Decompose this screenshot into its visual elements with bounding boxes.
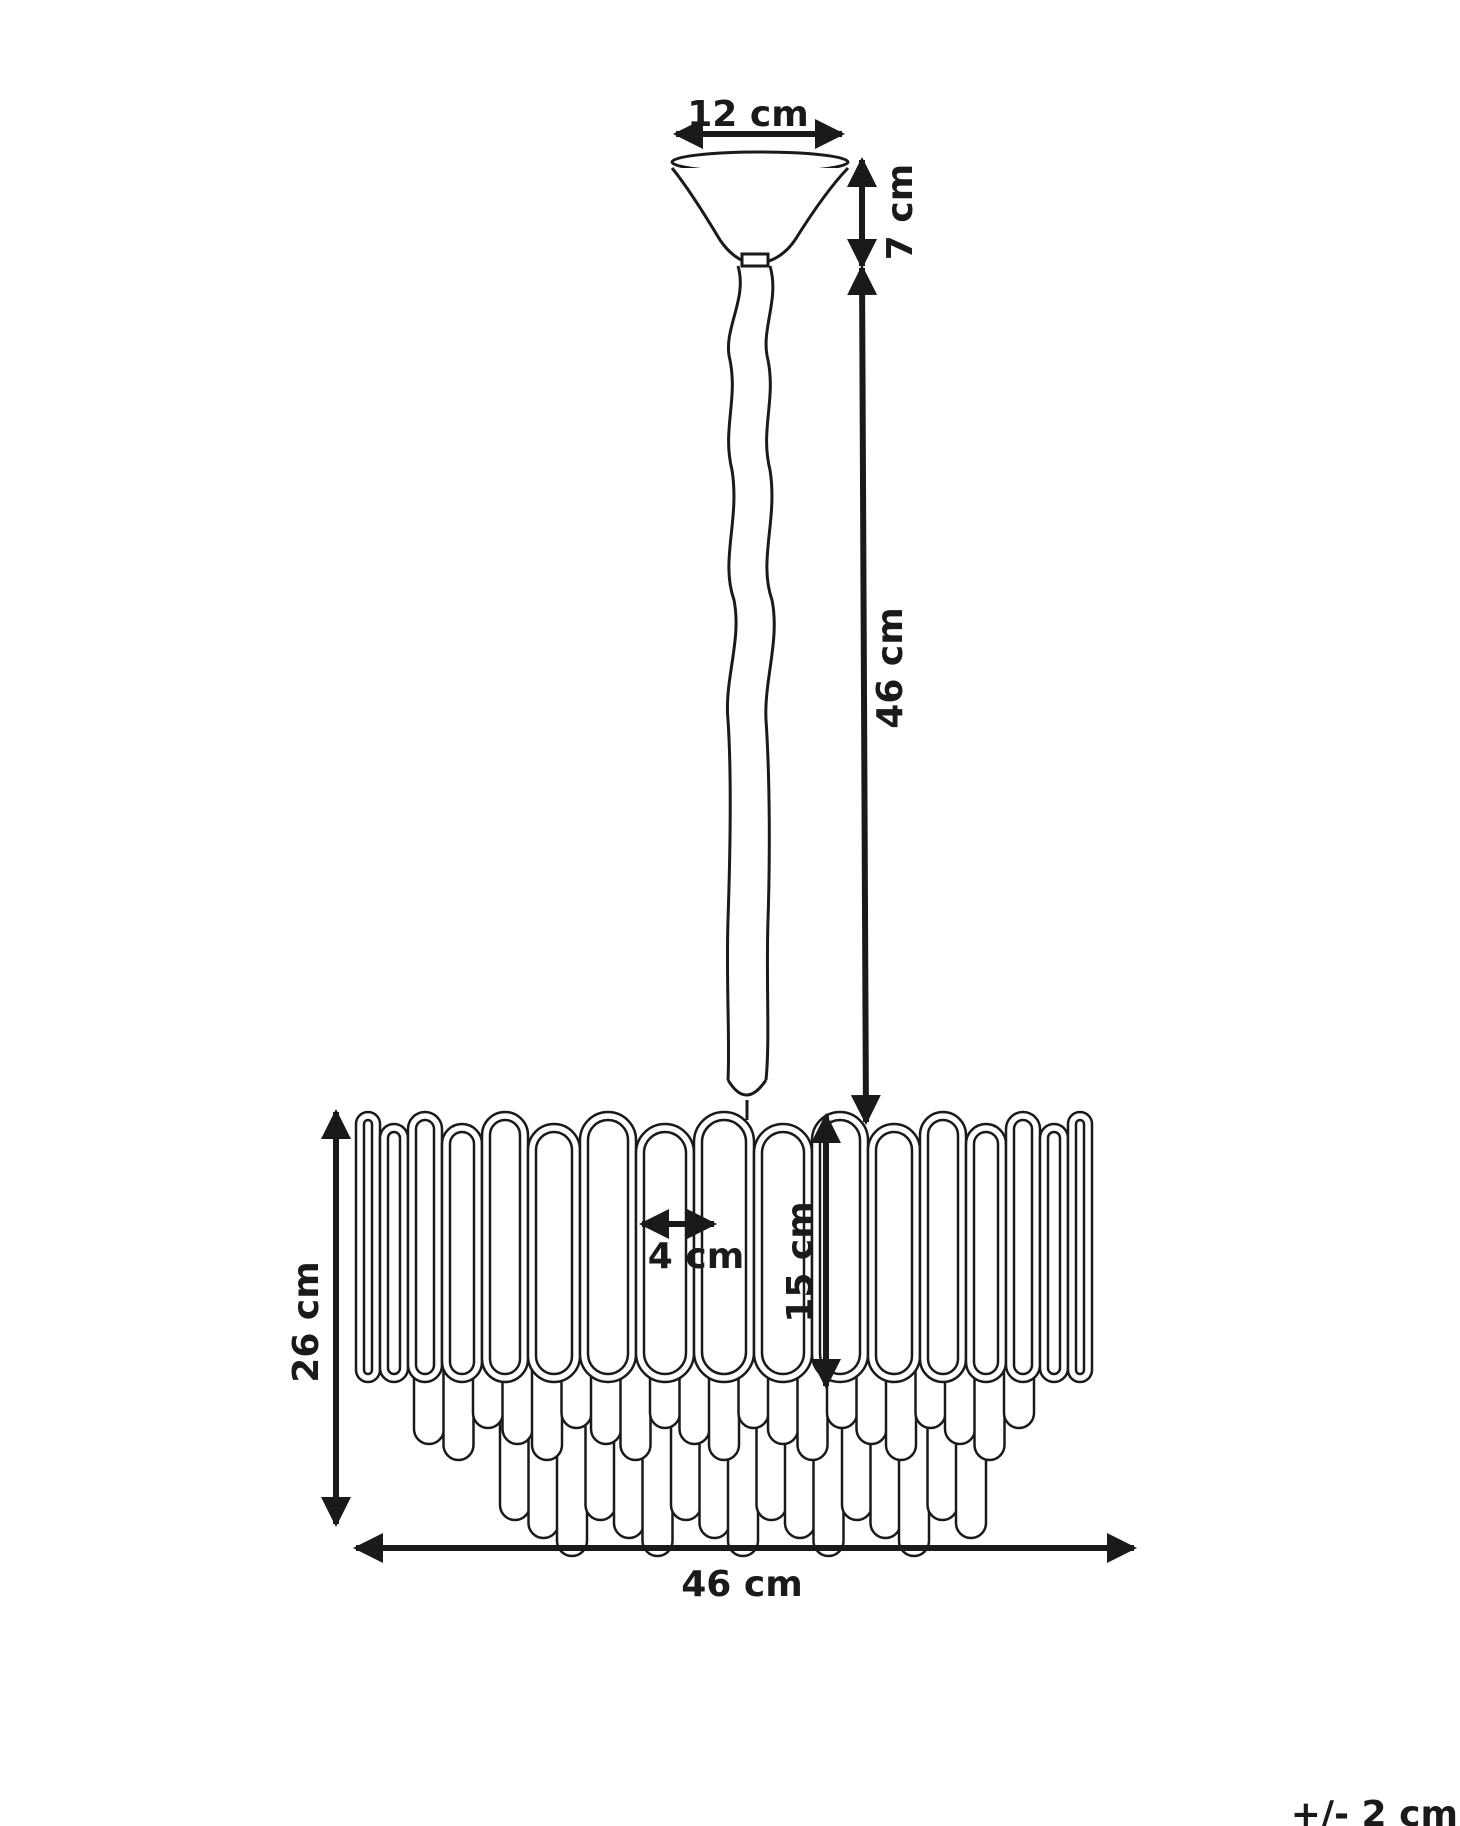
shade-panel-top-tier bbox=[918, 1110, 968, 1384]
chain-length-arrow bbox=[847, 265, 881, 1125]
shade-panel-top-tier bbox=[964, 1122, 1008, 1384]
shade-panel-top-tier bbox=[1004, 1110, 1042, 1384]
chandelier-shade bbox=[354, 1110, 1094, 1558]
shade-panel-top-tier bbox=[440, 1122, 484, 1384]
shade-height-label: 26 cm bbox=[286, 1261, 327, 1382]
shade-diameter-label: 46 cm bbox=[681, 1564, 802, 1605]
shade-panel-top-tier bbox=[354, 1110, 382, 1384]
shade-panel-top-tier bbox=[1038, 1122, 1070, 1384]
shade-panel-top-tier bbox=[866, 1122, 922, 1384]
shade-panel-top-tier bbox=[526, 1122, 582, 1384]
canopy-height-label: 7 cm bbox=[880, 164, 921, 260]
shade-panel-top-tier bbox=[578, 1110, 638, 1384]
shade-panel-top-tier bbox=[1066, 1110, 1094, 1384]
panel-height-label: 15 cm bbox=[780, 1201, 821, 1322]
shade-panel-top-tier bbox=[378, 1122, 410, 1384]
panel-width-label: 4 cm bbox=[648, 1236, 744, 1277]
suspension-chain bbox=[725, 265, 776, 1120]
chain-length-label: 46 cm bbox=[870, 607, 911, 728]
ceiling-canopy bbox=[670, 150, 850, 268]
canopy-width-label: 12 cm bbox=[687, 94, 808, 135]
shade-panel-top-tier bbox=[692, 1110, 756, 1384]
dimension-lines bbox=[321, 119, 1137, 1563]
shade-panel-top-tier bbox=[480, 1110, 530, 1384]
tolerance-label: +/- 2 cm bbox=[1291, 1794, 1458, 1826]
shade-panel-top-tier bbox=[406, 1110, 444, 1384]
